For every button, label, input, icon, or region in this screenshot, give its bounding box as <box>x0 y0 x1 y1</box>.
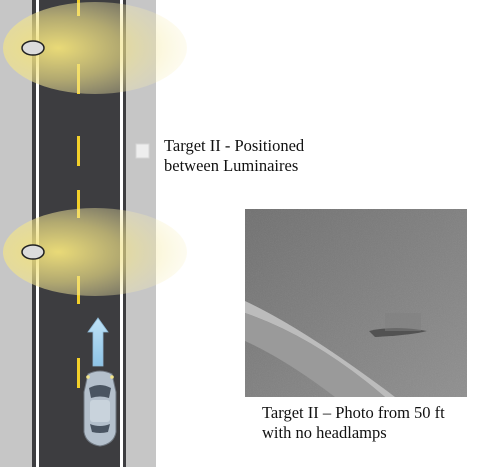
photo-caption-line-1: Target II – Photo from 50 ft <box>262 403 445 422</box>
target-caption: Target II - Positioned between Luminaire… <box>164 136 304 176</box>
photo-caption: Target II – Photo from 50 ft with no hea… <box>262 403 445 443</box>
target-marker <box>135 143 150 159</box>
target-caption-line-1: Target II - Positioned <box>164 136 305 155</box>
photo-caption-line-2: with no headlamps <box>262 423 387 442</box>
light-pool-1 <box>3 2 187 94</box>
luminaire-1 <box>21 40 45 56</box>
car-icon <box>83 370 117 447</box>
target-caption-line-2: between Luminaires <box>164 156 299 175</box>
target-photo <box>245 209 467 397</box>
direction-arrow <box>87 317 109 367</box>
light-pool-2 <box>3 208 187 296</box>
luminaire-2 <box>21 244 45 260</box>
